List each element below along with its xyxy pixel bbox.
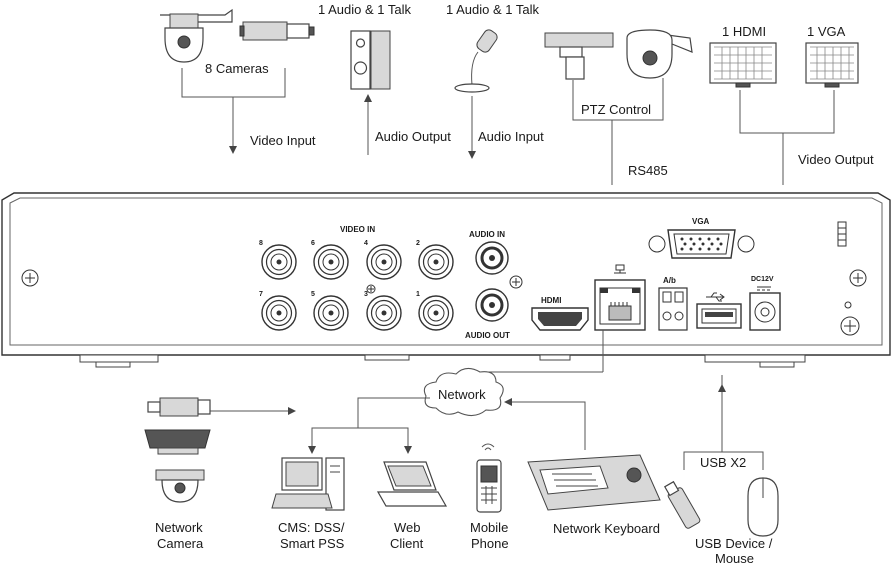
hdmi-monitor-icon [709,42,777,88]
network-box-camera-icon [147,397,211,417]
vga-label: 1 VGA [807,24,846,39]
usb-flash-drive-icon [663,480,701,529]
rs485-label: RS485 [628,163,668,178]
hdmi-label: 1 HDMI [722,24,766,39]
network-cloud-icon [423,367,504,417]
network-bullet-camera-icon [144,429,211,455]
hdmi-port[interactable] [531,307,589,331]
network-camera-label-1: Network [155,520,203,535]
speaker-icon [350,30,391,90]
usb-icon [706,292,725,302]
ptz-control-label: PTZ Control [581,102,651,117]
audio-in-port[interactable] [475,241,509,275]
video-in-label: VIDEO IN [340,225,375,234]
bnc-number: 2 [416,240,420,247]
web-client-label-1: Web [394,520,421,535]
mobile-phone-icon [476,443,502,513]
usb-label: USB X2 [700,455,746,470]
usb-device-label-1: USB Device / [695,536,773,551]
bnc-video-in-7[interactable] [261,295,297,331]
bnc-number: 6 [311,240,315,247]
bnc-video-in-8[interactable] [261,244,297,280]
vga-monitor-icon [805,42,859,88]
bnc-number: 7 [259,291,263,298]
vga-port[interactable] [648,229,755,259]
microphone-icon [454,29,498,93]
video-output-label: Video Output [798,152,874,167]
mobile-phone-label-1: Mobile [470,520,508,535]
bnc-video-in-5[interactable] [313,295,349,331]
cms-label-1: CMS: DSS/ [278,520,345,535]
vga-port-label: VGA [692,217,710,226]
box-camera-icon [239,21,315,41]
rj45-port[interactable] [594,279,646,331]
audio-output-label: Audio Output [375,129,451,144]
web-client-label-2: Client [390,536,424,551]
cameras-label: 8 Cameras [205,61,269,76]
laptop-icon [376,461,448,507]
bnc-video-in-6[interactable] [313,244,349,280]
bnc-video-in-2[interactable] [418,244,454,280]
network-keyboard-icon [527,454,661,511]
usb-device-label-2: Mouse [715,551,754,566]
speed-dome-camera-icon [160,8,233,63]
mouse-icon [747,477,779,537]
hdmi-port-label: HDMI [541,296,561,305]
audio-input-label: Audio Input [478,129,544,144]
bnc-number: 3 [364,291,368,298]
audio-talk-label-1: 1 Audio & 1 Talk [318,2,411,17]
network-icon [614,264,626,274]
bnc-video-in-4[interactable] [366,244,402,280]
bnc-number: 1 [416,291,420,298]
dc-label: DC12V [751,276,774,283]
ptz-decoder-icon [544,32,614,80]
audio-in-label: AUDIO IN [469,230,505,239]
network-camera-label-2: Camera [157,536,204,551]
cms-label-2: Smart PSS [280,536,345,551]
network-dome-camera-icon [155,469,205,503]
rs485-terminal[interactable] [658,287,688,331]
network-label: Network [438,387,486,402]
mobile-phone-label-2: Phone [471,536,509,551]
cms-computer-icon [271,457,345,511]
bnc-number: 8 [259,240,263,247]
power-symbol-icon [757,286,771,291]
audio-out-port[interactable] [475,288,509,322]
ab-label: A/b [663,276,676,285]
network-keyboard-label: Network Keyboard [553,521,660,536]
audio-talk-label-2: 1 Audio & 1 Talk [446,2,539,17]
audio-out-label: AUDIO OUT [465,331,510,340]
dc-power-port[interactable] [749,292,781,331]
ptz-dome-camera-icon [626,29,693,79]
ground-screw-icon [509,275,523,289]
bnc-number: 5 [311,291,315,298]
video-input-label: Video Input [250,133,316,148]
ground-screw-icon [366,284,376,294]
usb-port[interactable] [696,303,742,329]
bnc-video-in-1[interactable] [418,295,454,331]
bnc-video-in-3[interactable] [366,295,402,331]
bnc-number: 4 [364,240,368,247]
